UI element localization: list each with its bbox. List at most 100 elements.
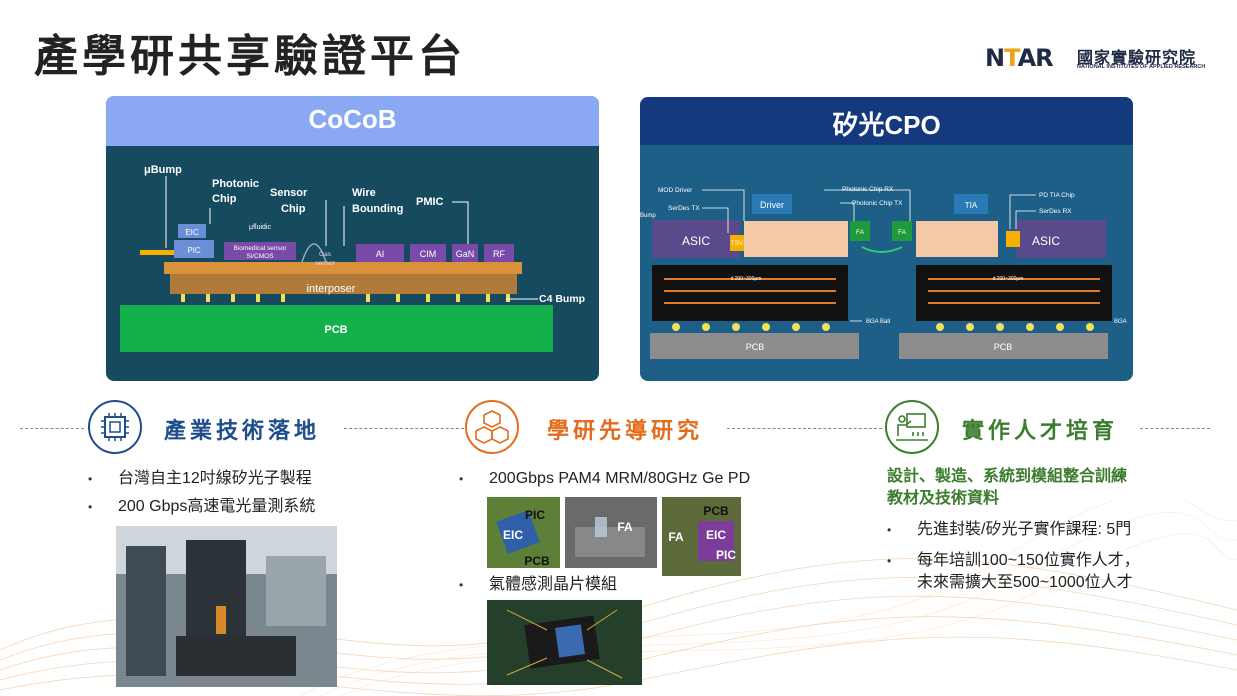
biomedical-sensor <box>224 242 296 260</box>
asic-left <box>652 220 740 258</box>
serdes-tx <box>730 235 744 251</box>
photo-label-pcb-2: PCB <box>703 504 729 518</box>
list-item: 台灣自主12吋線矽光子製程 <box>88 465 388 493</box>
gas-sensor-dome <box>301 243 327 263</box>
gan-chip <box>452 244 478 262</box>
logo-name-en: NATIONAL INSTITUTES OF APPLIED RESEARCH <box>1077 64 1206 70</box>
cpo-title: 矽光CPO <box>832 110 941 140</box>
logo-name-cn: 國家實驗研究院 <box>1077 48 1197 67</box>
divider <box>1140 428 1210 429</box>
asic-left-label: ASIC <box>682 234 710 248</box>
logo-mark-t: T <box>1004 44 1018 72</box>
divider <box>727 428 882 429</box>
talent-bullet-line-1: 每年培訓100~150位實作人才， <box>917 552 1140 569</box>
cocob-panel: CoCoB PCB interposer EIC PIC Biomedical … <box>106 96 599 381</box>
eic-chip <box>178 224 206 238</box>
page-title: 產學研共享驗證平台 <box>34 31 466 82</box>
list-item: 氣體感測晶片模組 <box>459 571 759 599</box>
bga-balls <box>672 323 1094 331</box>
cpo-pcb-left-label: PCB <box>746 342 765 352</box>
photo-label-pcb: PCB <box>524 554 550 568</box>
cpo-header <box>640 97 1133 145</box>
wire-label: Wire <box>352 187 376 199</box>
divider <box>20 428 84 429</box>
substrate-left <box>652 265 848 321</box>
photo-label-eic: EIC <box>503 528 523 542</box>
rx-label: Photonic Chip RX <box>842 186 894 193</box>
bounding-label: Bounding <box>352 203 403 215</box>
narl-logo: NTAR 國家實驗研究院 NATIONAL INSTITUTES OF APPL… <box>985 44 1207 72</box>
logo-mark-n: N <box>985 44 1005 72</box>
list-item: 200Gbps PAM4 MRM/80GHz Ge PD <box>459 465 819 493</box>
cocob-pcb-label: PCB <box>324 324 347 336</box>
leader-lines <box>165 176 538 300</box>
ufluidic-label: μfluidic <box>249 224 271 231</box>
d200-right: d 200~300μm <box>993 276 1024 282</box>
fa-left <box>850 221 870 241</box>
pic-chip <box>174 240 214 258</box>
divider <box>344 428 464 429</box>
tx-label: Photonic Chip TX <box>852 200 903 207</box>
talent-subtitle: 設計、製造、系統到模組整合訓練 教材及技術資料 <box>887 466 1127 510</box>
c4-bumps <box>181 294 510 302</box>
research-bullets-2: 氣體感測晶片模組 <box>459 571 759 599</box>
c4-bump-label: C4 Bump <box>539 293 585 305</box>
gan-label: GaN <box>456 249 475 259</box>
talent-subtitle-line-1: 設計、製造、系統到模組整合訓練 <box>887 468 1128 485</box>
talent-bullet-line-2: 未來需擴大至500~1000位人才 <box>917 574 1133 591</box>
driver-label: Driver <box>760 200 784 210</box>
ai-chip <box>356 244 404 262</box>
module-photo-2: FA <box>565 497 657 568</box>
bump-label: Bump <box>640 213 656 219</box>
substrate-traces <box>664 278 1100 304</box>
list-item: 每年培訓100~150位實作人才， 未來需擴大至500~1000位人才 <box>887 550 1207 594</box>
sensor-label: Sensor <box>270 187 308 199</box>
module-photo-1: PIC EIC PCB <box>487 497 560 568</box>
bga-label: BGA <box>1114 319 1127 325</box>
ubump-label: μBump <box>144 164 182 176</box>
d200-left: d 200~300μm <box>731 276 762 282</box>
bio-label-2: Si/CMOS <box>246 253 274 260</box>
asic-right-label: ASIC <box>1032 234 1060 248</box>
section-title-talent: 實作人才培育 <box>962 419 1119 444</box>
cubes-icon <box>465 400 519 454</box>
cpo-diagram: PCB PCB ASIC ASIC TSV Driver TIA FA FA d… <box>640 186 1127 359</box>
cim-label: CIM <box>420 249 437 259</box>
cpo-panel: 矽光CPO PCB PCB ASIC ASIC TSV Driver TIA F… <box>640 97 1133 381</box>
driver-chip <box>752 194 792 214</box>
interposer <box>170 272 517 294</box>
photo-label-fa-2: FA <box>668 530 684 544</box>
cocob-header <box>106 96 599 146</box>
cpo-pcb-right <box>899 333 1108 359</box>
cim-chip <box>410 244 446 262</box>
fa-right <box>892 221 912 241</box>
eic-label: EIC <box>185 228 199 237</box>
bga-ball-label: BGA Ball <box>866 319 890 325</box>
pmic-label: PMIC <box>416 196 444 208</box>
gas-label-1: Gas <box>319 251 332 258</box>
ai-label: AI <box>376 249 385 259</box>
tsv-label: TSV <box>731 240 744 247</box>
logo-mark-ar: AR <box>1017 44 1054 72</box>
photonic-chip-label: Chip <box>212 193 237 205</box>
fa-right-label: FA <box>898 229 907 236</box>
sensor-chip-label: Chip <box>281 203 306 215</box>
talent-bullets: 先進封裝/矽光子實作課程: 5門 每年培訓100~150位實作人才， 未來需擴大… <box>887 516 1207 594</box>
serdes-rx-label: SerDes RX <box>1039 208 1072 215</box>
asic-right <box>1016 220 1106 258</box>
talent-subtitle-line-2: 教材及技術資料 <box>887 490 1000 507</box>
measurement-system-photo <box>116 526 337 687</box>
interposer-label: interposer <box>307 283 356 295</box>
tia-chip <box>954 194 988 214</box>
interposer-top <box>164 262 522 274</box>
photo-label-eic-2: EIC <box>706 528 726 542</box>
mod-driver-label: MOD Driver <box>658 187 693 194</box>
rf-chip <box>484 244 514 262</box>
cpo-pcb-right-label: PCB <box>994 342 1013 352</box>
photo-label-pic: PIC <box>525 508 545 522</box>
cocob-pcb <box>120 305 553 352</box>
list-item: 先進封裝/矽光子實作課程: 5門 <box>887 516 1207 544</box>
substrate-right <box>916 265 1112 321</box>
industry-bullets: 台灣自主12吋線矽光子製程 200 Gbps高速電光量測系統 <box>88 465 388 521</box>
gas-sensor-photo <box>487 600 642 685</box>
